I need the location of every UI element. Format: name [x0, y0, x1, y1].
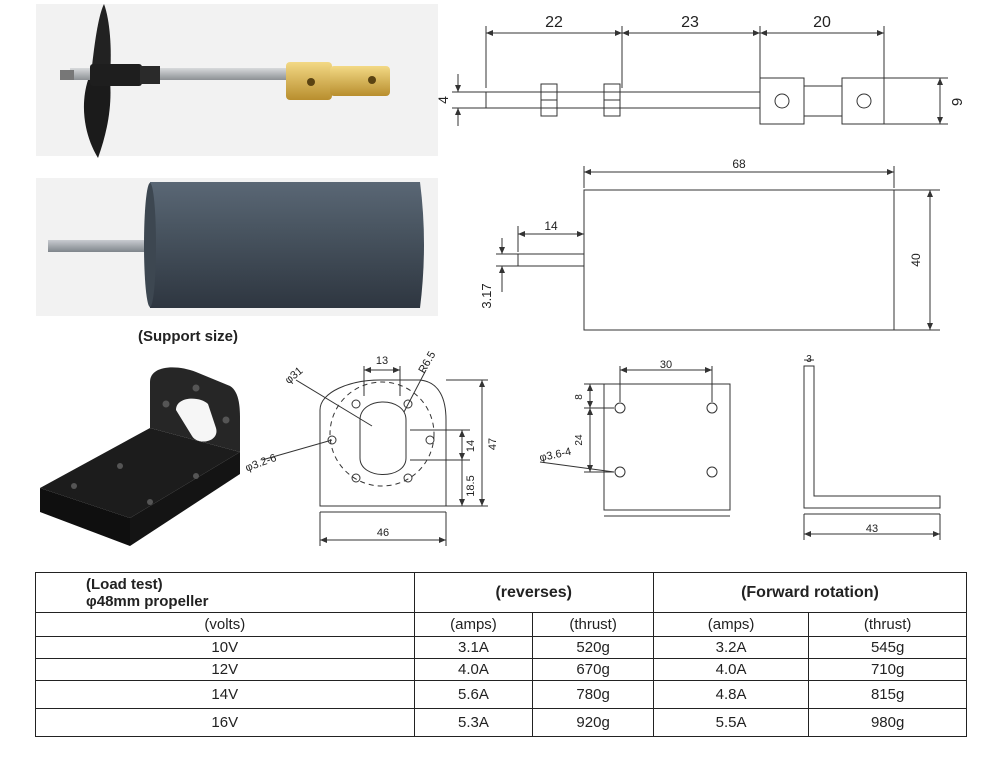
motor-dimension-drawing [496, 166, 940, 331]
dim-23: 23 [681, 14, 699, 31]
col-volts: (volts) [35, 612, 415, 637]
dim-14b: 14 [465, 440, 477, 452]
bracket-front-drawing [261, 366, 488, 546]
col-fwd-amps: (amps) [652, 612, 810, 637]
table-title-line1: (Load test) [86, 575, 163, 593]
dim-47: 47 [487, 438, 499, 450]
col-rev-amps: (amps) [413, 612, 534, 637]
col-rev-thrust: (thrust) [532, 612, 654, 637]
dim-30: 30 [660, 359, 672, 371]
table-row: 14V 5.6A 780g 4.8A 815g [35, 680, 967, 709]
cell-rev-thrust: 780g [532, 680, 654, 709]
dim-r6-5: R6.5 [416, 349, 438, 375]
col-fwd-thrust: (thrust) [808, 612, 967, 637]
table-row: 12V 4.0A 670g 4.0A 710g [35, 658, 967, 681]
cell-volts: 10V [35, 636, 415, 659]
dim-40: 40 [909, 253, 923, 267]
table-row: 10V 3.1A 520g 3.2A 545g [35, 636, 967, 659]
dim-46: 46 [377, 527, 389, 539]
cell-rev-thrust: 670g [532, 658, 654, 681]
cell-rev-amps: 4.0A [413, 658, 534, 681]
technical-drawing: 22 23 20 4 9 68 14 3.17 40 [36, 4, 966, 546]
dim-phi3-2-6: φ3.2-6 [244, 452, 278, 474]
cell-fwd-amps: 3.2A [652, 636, 810, 659]
shaft-dimension-drawing [452, 26, 948, 126]
dim-8: 8 [574, 394, 585, 400]
dim-43: 43 [866, 523, 878, 535]
dim-phi3-6-4: φ3.6-4 [538, 446, 572, 464]
motor-photo [36, 178, 438, 316]
cell-volts: 12V [35, 658, 415, 681]
table-title: (Load test) φ48mm propeller [35, 572, 415, 613]
cell-rev-amps: 5.3A [413, 708, 534, 737]
dim-18-5: 18.5 [465, 475, 477, 496]
cell-volts: 14V [35, 680, 415, 709]
cell-rev-thrust: 520g [532, 636, 654, 659]
cell-fwd-thrust: 980g [808, 708, 967, 737]
cell-fwd-amps: 4.8A [652, 680, 810, 709]
cell-rev-amps: 5.6A [413, 680, 534, 709]
dim-shaft-4: 4 [435, 96, 451, 104]
cell-rev-thrust: 920g [532, 708, 654, 737]
table-title-line2: φ48mm propeller [86, 592, 209, 610]
cell-fwd-amps: 5.5A [652, 708, 810, 737]
cell-volts: 16V [35, 708, 415, 737]
cell-fwd-thrust: 710g [808, 658, 967, 681]
dim-22: 22 [545, 14, 563, 31]
support-size-label: (Support size) [138, 328, 238, 345]
bracket-side-drawing [803, 359, 941, 540]
cell-rev-amps: 3.1A [413, 636, 534, 659]
load-test-table: (Load test) φ48mm propeller (reverses) (… [35, 572, 968, 737]
group-reverses: (reverses) [413, 572, 654, 613]
table-row: 16V 5.3A 920g 5.5A 980g [35, 708, 967, 737]
cell-fwd-thrust: 815g [808, 680, 967, 709]
dim-13: 13 [376, 355, 388, 367]
cell-fwd-amps: 4.0A [652, 658, 810, 681]
propeller-shaft-photo [36, 4, 438, 158]
dim-24: 24 [574, 434, 585, 446]
dim-3-17: 3.17 [479, 283, 494, 308]
bracket-photo [40, 367, 240, 546]
dim-68: 68 [732, 157, 746, 171]
dim-20: 20 [813, 14, 831, 31]
bracket-plate-drawing [539, 366, 731, 517]
group-forward: (Forward rotation) [652, 572, 968, 613]
dim-coupler-9: 9 [949, 98, 966, 106]
cell-fwd-thrust: 545g [808, 636, 967, 659]
dim-3: 3 [806, 354, 812, 365]
dim-14: 14 [544, 219, 558, 233]
